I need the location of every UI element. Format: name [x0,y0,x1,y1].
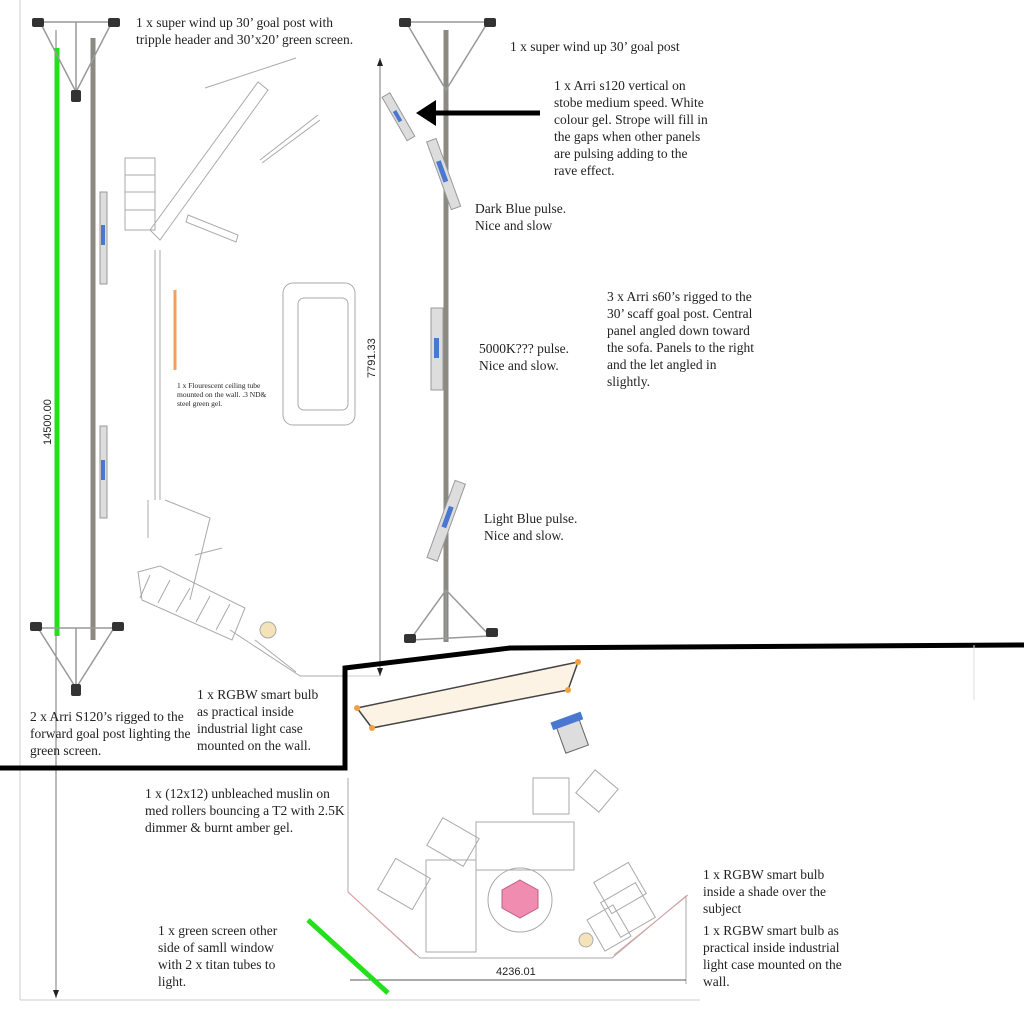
arrow-icon [416,100,540,126]
note-arri-s120-strobe: 1 x Arri s120 vertical on stobe medium s… [554,78,708,178]
note-muslin: 1 x (12x12) unbleached muslin on med rol… [145,786,345,835]
dimension-label-total: 14500.00 [42,399,54,445]
t2-fresnel-icon [550,711,590,754]
window-green-screen [306,918,390,995]
note-rgbw-practical-2: 1 x RGBW smart bulb as practical inside … [703,923,842,989]
sofa-icon [282,282,356,426]
note-arri-s120-green: 2 x Arri S120’s rigged to the forward go… [30,709,191,758]
note-right-goal-post: 1 x super wind up 30’ goal post [510,39,680,54]
note-light-blue: Light Blue pulse. Nice and slow. [484,511,578,543]
note-green-screen-window: 1 x green screen other side of samll win… [158,923,278,989]
note-arri-s60: 3 x Arri s60’s rigged to the 30’ scaff g… [607,289,754,389]
note-fluorescent: 1 x Flourescent ceiling tube mounted on … [177,381,267,408]
bulb-icon [578,932,594,948]
led-panel-icon [99,92,467,562]
note-rgbw-shade: 1 x RGBW smart bulb inside a shade over … [703,867,826,916]
dimension-label-depth: 7791.33 [366,338,378,378]
dimension-label-width: 4236.01 [496,966,536,978]
wall [0,642,1024,771]
note-dark-blue: Dark Blue pulse. Nice and slow [475,201,567,233]
note-left-goal-post: 1 x super wind up 30’ goal post with tri… [136,15,354,47]
dimension-7791 [300,58,383,677]
umbrella-icon [501,879,539,919]
muslin-corner-icon [354,659,581,731]
bottom-set-sketch [347,769,689,984]
muslin-bounce [355,660,580,729]
tripod-feet-icon [30,18,498,696]
note-5000k: 5000K??? pulse. Nice and slow. [479,341,569,373]
tripod-icon [36,21,492,690]
room-set-sketch [124,57,356,677]
note-rgbw-practical-1: 1 x RGBW smart bulb as practical inside … [197,687,319,753]
bulb-icon [259,621,277,639]
